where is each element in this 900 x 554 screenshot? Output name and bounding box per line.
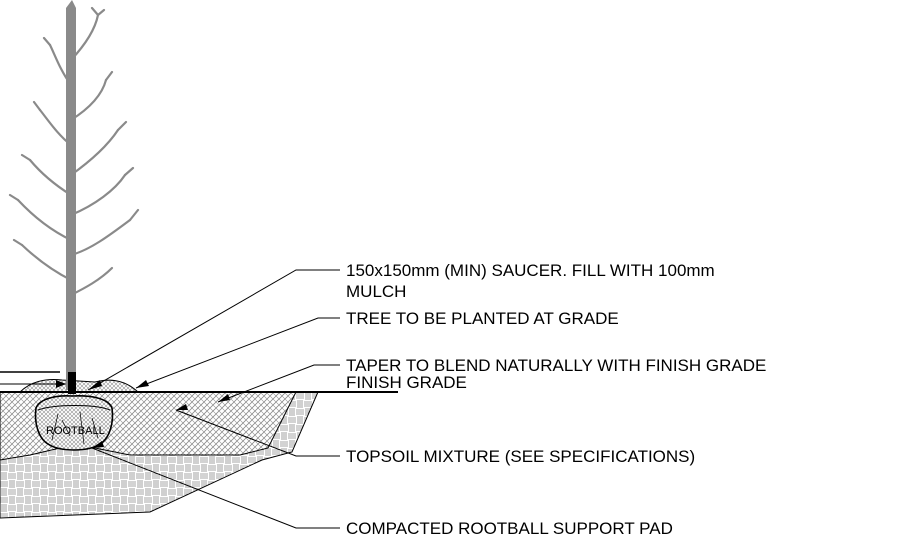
topsoil-label: TOPSOIL MIXTURE (SEE SPECIFICATIONS) (346, 447, 695, 466)
saucer-label-line1: 150x150mm (MIN) SAUCER. FILL WITH 100mm (346, 261, 715, 280)
leader-topsoil (175, 409, 340, 457)
leader-taper (217, 364, 340, 403)
taper-label: TAPER TO BLEND NATURALLY WITH FINISH GRA… (346, 356, 766, 375)
support-pad-label: COMPACTED ROOTBALL SUPPORT PAD (346, 519, 673, 538)
leader-support-pad (91, 447, 340, 529)
leader-saucer (87, 269, 340, 391)
mulch-saucer (18, 379, 140, 393)
rootball (34, 395, 114, 451)
rootball-wire (37, 405, 111, 411)
tree-stake (68, 372, 76, 394)
tree (8, 0, 140, 394)
saucer-label-line2: MULCH (346, 282, 406, 301)
leader-tree-planted (135, 317, 340, 389)
rootball-roots (51, 411, 99, 445)
leader-arrowheads (56, 380, 230, 448)
rootball-label: ROOTBALL (46, 425, 105, 437)
tree-planted-label: TREE TO BE PLANTED AT GRADE (346, 309, 619, 328)
finish-grade-label: FINISH GRADE (346, 373, 467, 392)
